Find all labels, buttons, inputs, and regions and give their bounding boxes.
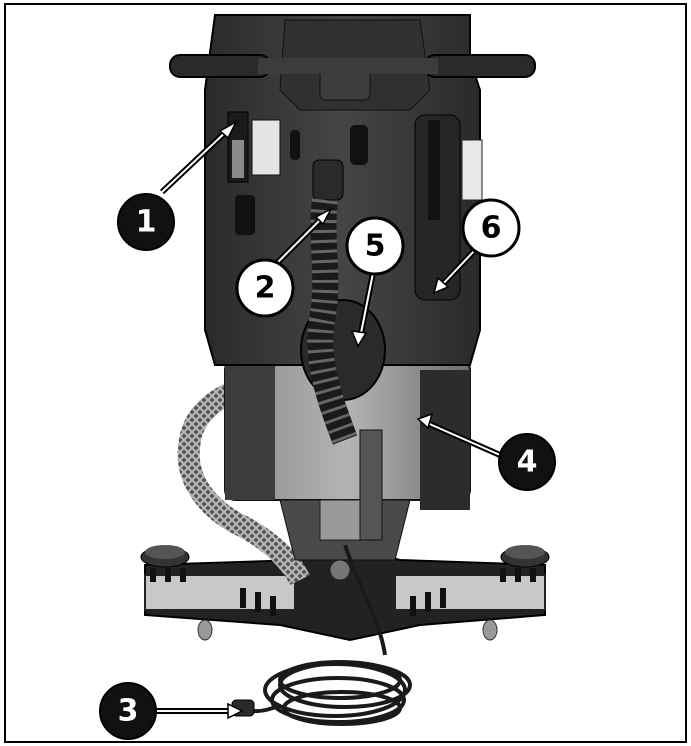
callout-4-label: 4 bbox=[517, 445, 538, 480]
power-cable bbox=[247, 544, 412, 726]
callout-2: 2 bbox=[235, 258, 295, 318]
callout-2-label: 2 bbox=[255, 271, 276, 306]
callout-3: 3 bbox=[99, 682, 157, 740]
callout-6-label: 6 bbox=[481, 211, 502, 246]
callout-5-label: 5 bbox=[365, 229, 386, 264]
spiral-hose bbox=[307, 159, 358, 445]
callout-4: 4 bbox=[498, 433, 556, 491]
lower-chassis bbox=[224, 359, 471, 561]
callout-1: 1 bbox=[117, 193, 175, 251]
handlebar bbox=[169, 54, 536, 78]
frame-border bbox=[4, 3, 687, 743]
brush-deck bbox=[140, 543, 550, 642]
callout-6: 6 bbox=[461, 198, 521, 258]
callout-3-label: 3 bbox=[118, 694, 139, 729]
callout-5: 5 bbox=[345, 216, 405, 276]
braided-hose bbox=[177, 369, 310, 586]
callout-1-label: 1 bbox=[136, 205, 157, 240]
